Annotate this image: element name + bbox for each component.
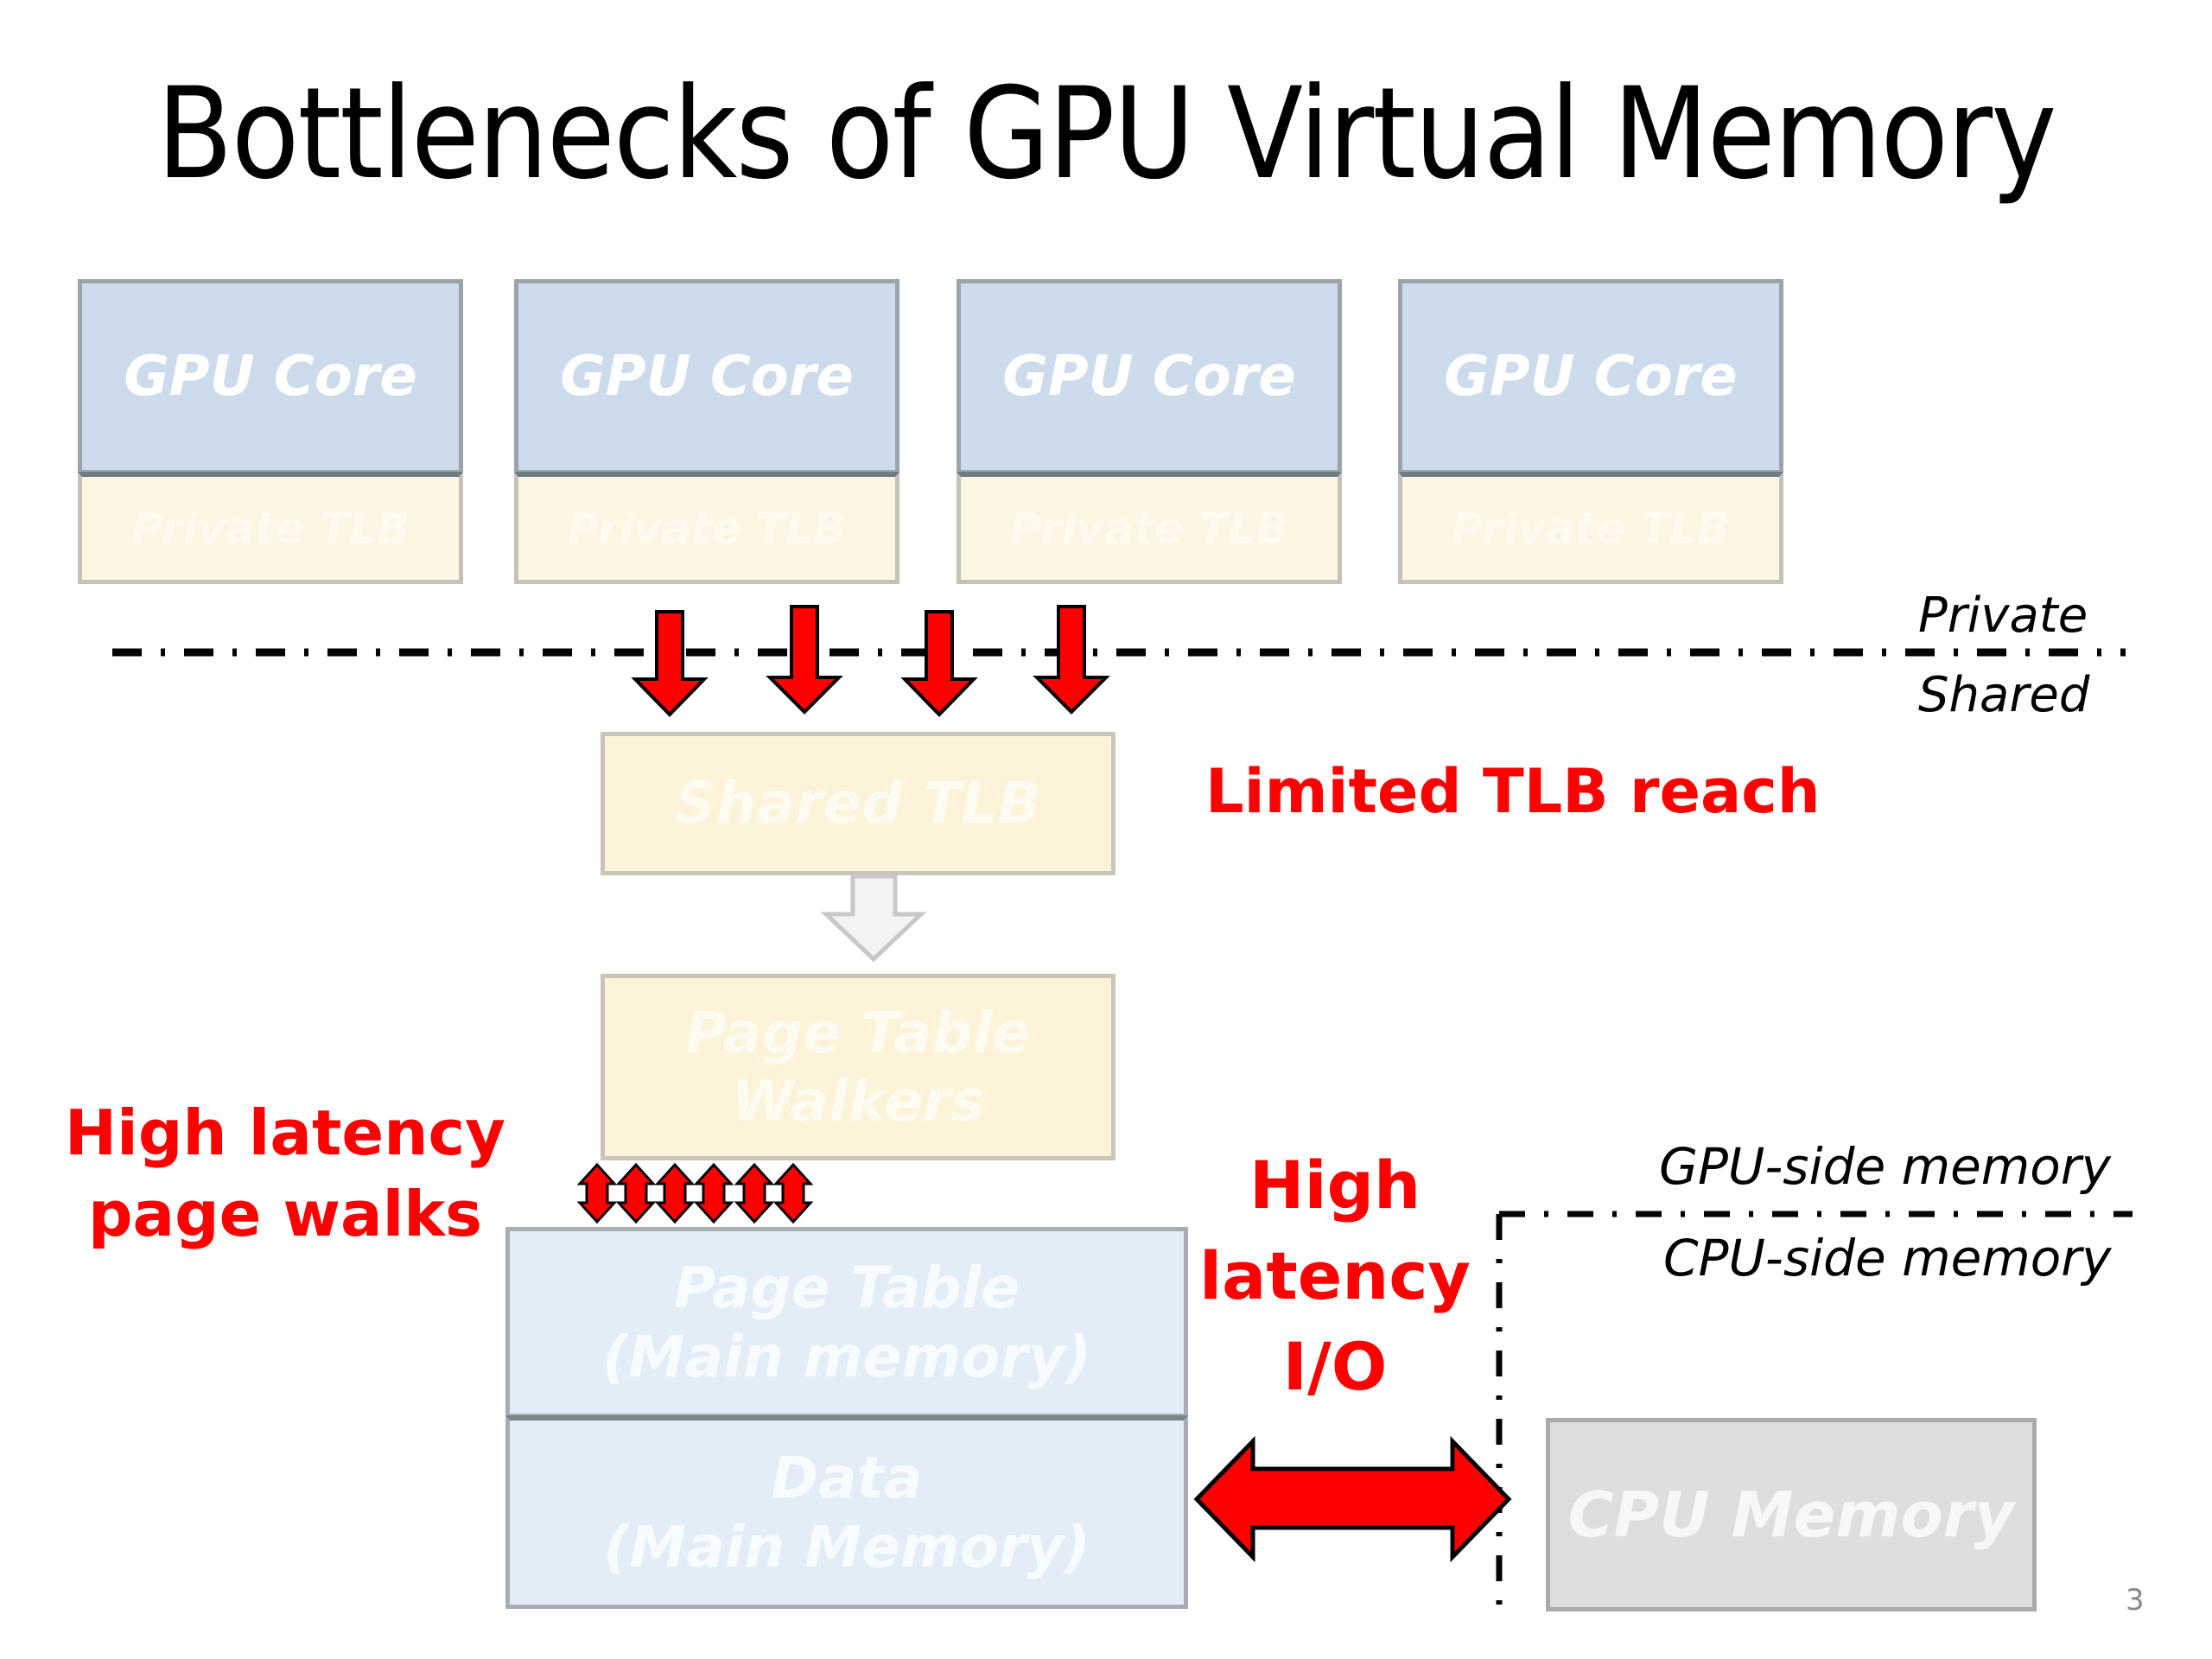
data-main-memory-box: Data (Main Memory): [505, 1415, 1188, 1609]
data-label-line2: (Main Memory): [603, 1513, 1090, 1580]
cpu-side-memory-label: CPU-side memory: [1663, 1229, 2112, 1287]
double-arrow-icon: [654, 1162, 696, 1224]
annotation-line: page walks: [87, 1177, 483, 1250]
double-arrow-icon: [772, 1162, 814, 1224]
page-table-main-memory-box: Page Table (Main memory): [505, 1227, 1188, 1418]
private-tlb-box: Private TLB: [78, 472, 463, 584]
page-walk-arrows: [576, 1162, 814, 1224]
gpu-core-label: GPU Core: [560, 344, 854, 409]
down-arrow-icon: [631, 610, 709, 717]
red-down-arrows: [631, 605, 1110, 717]
double-arrow-icon: [734, 1162, 775, 1224]
gpu-core-label: GPU Core: [124, 344, 417, 409]
double-arrow-icon: [693, 1162, 734, 1224]
page-table-label-line2: (Main memory): [601, 1323, 1092, 1390]
gpu-core-box: GPU Core: [78, 279, 463, 474]
gpu-core-label: GPU Core: [1002, 344, 1296, 409]
annotation-line: I/O: [1282, 1327, 1388, 1405]
gpu-core-box: GPU Core: [514, 279, 899, 474]
cpu-memory-box: CPU Memory: [1546, 1418, 2037, 1611]
private-tlb-label: Private TLB: [567, 503, 847, 554]
shared-label: Shared: [1918, 667, 2090, 723]
limited-tlb-reach-annotation: Limited TLB reach: [1205, 756, 1821, 827]
gpu-core-label: GPU Core: [1444, 344, 1738, 409]
down-arrow-icon: [766, 605, 843, 715]
private-tlb-box: Private TLB: [1398, 472, 1783, 584]
gpu-core-box: GPU Core: [957, 279, 1342, 474]
down-arrow-icon: [1033, 605, 1110, 715]
private-tlb-box: Private TLB: [514, 472, 899, 584]
private-tlb-box: Private TLB: [957, 472, 1342, 584]
annotation-line: High latency: [64, 1096, 506, 1169]
cpu-memory-label: CPU Memory: [1567, 1478, 2015, 1551]
page-number: 3: [2126, 1583, 2145, 1618]
gpu-side-memory-label: GPU-side memory: [1659, 1137, 2111, 1196]
slide-title: Bottlenecks of GPU Virtual Memory: [156, 60, 2056, 207]
page-table-label-line1: Page Table: [673, 1255, 1020, 1322]
grey-down-arrow-icon: [820, 874, 927, 963]
double-arrow-icon: [615, 1162, 657, 1224]
double-arrow-icon: [576, 1162, 618, 1224]
annotation-line: High: [1249, 1147, 1421, 1224]
private-tlb-label: Private TLB: [1009, 503, 1289, 554]
high-latency-page-walks-annotation: High latency page walks: [60, 1093, 510, 1255]
shared-tlb-label: Shared TLB: [675, 770, 1041, 837]
page-table-walkers-label-line2: Walkers: [731, 1068, 985, 1135]
data-label-line1: Data: [771, 1445, 923, 1512]
private-tlb-label: Private TLB: [1451, 503, 1731, 554]
private-tlb-label: Private TLB: [130, 503, 410, 554]
page-table-walkers-box: Page Table Walkers: [601, 974, 1116, 1160]
shared-tlb-box: Shared TLB: [601, 732, 1116, 875]
high-latency-io-annotation: High latency I/O: [1192, 1141, 1478, 1413]
private-label: Private: [1918, 588, 2088, 644]
gpu-core-box: GPU Core: [1398, 279, 1783, 474]
page-table-walkers-label-line1: Page Table: [684, 999, 1032, 1066]
down-arrow-icon: [900, 610, 978, 717]
io-double-arrow-icon: [1193, 1435, 1512, 1563]
annotation-line: latency: [1199, 1236, 1471, 1314]
